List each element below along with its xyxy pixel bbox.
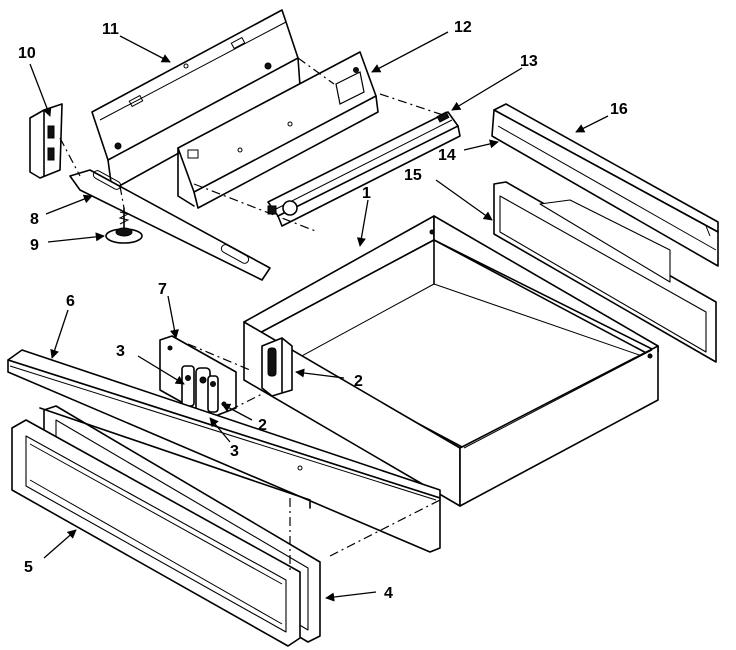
callout-2-left: 2 xyxy=(258,417,267,434)
part-13-drawer-slide xyxy=(267,111,461,227)
callout-10: 10 xyxy=(18,45,36,62)
part-9-leveling-foot xyxy=(105,207,143,244)
callout-16: 16 xyxy=(610,101,628,118)
callout-12: 12 xyxy=(454,19,472,36)
callout-3-upper: 3 xyxy=(116,343,125,360)
callout-1: 1 xyxy=(362,185,371,202)
callout-5: 5 xyxy=(24,559,33,576)
part-16-trim-strip xyxy=(491,103,719,267)
callout-8: 8 xyxy=(30,211,39,228)
callout-11: 11 xyxy=(102,21,119,38)
leader-lines xyxy=(29,31,609,602)
part-1-drawer-box xyxy=(243,215,659,507)
part-2-hinge-bracket-right xyxy=(261,337,293,397)
callout-13: 13 xyxy=(520,53,538,70)
callout-15: 15 xyxy=(404,167,422,184)
callout-4: 4 xyxy=(384,585,393,602)
part-15-rear-panel xyxy=(493,181,717,363)
callout-7: 7 xyxy=(158,281,167,298)
part-6-front-trim xyxy=(7,349,441,553)
callout-9: 9 xyxy=(30,237,39,254)
part-5-front-frame xyxy=(11,419,301,647)
callout-14: 14 xyxy=(438,147,456,164)
callout-labels: 11 12 13 10 16 14 15 1 8 9 7 6 3 2 2 3 5… xyxy=(18,19,628,602)
callout-3-lower: 3 xyxy=(230,443,239,460)
alignment-lines xyxy=(59,57,453,572)
part-12-support-rail xyxy=(177,51,379,209)
callout-6: 6 xyxy=(66,293,75,310)
callout-2-right: 2 xyxy=(354,373,363,390)
part-10-mounting-bracket xyxy=(29,103,63,179)
